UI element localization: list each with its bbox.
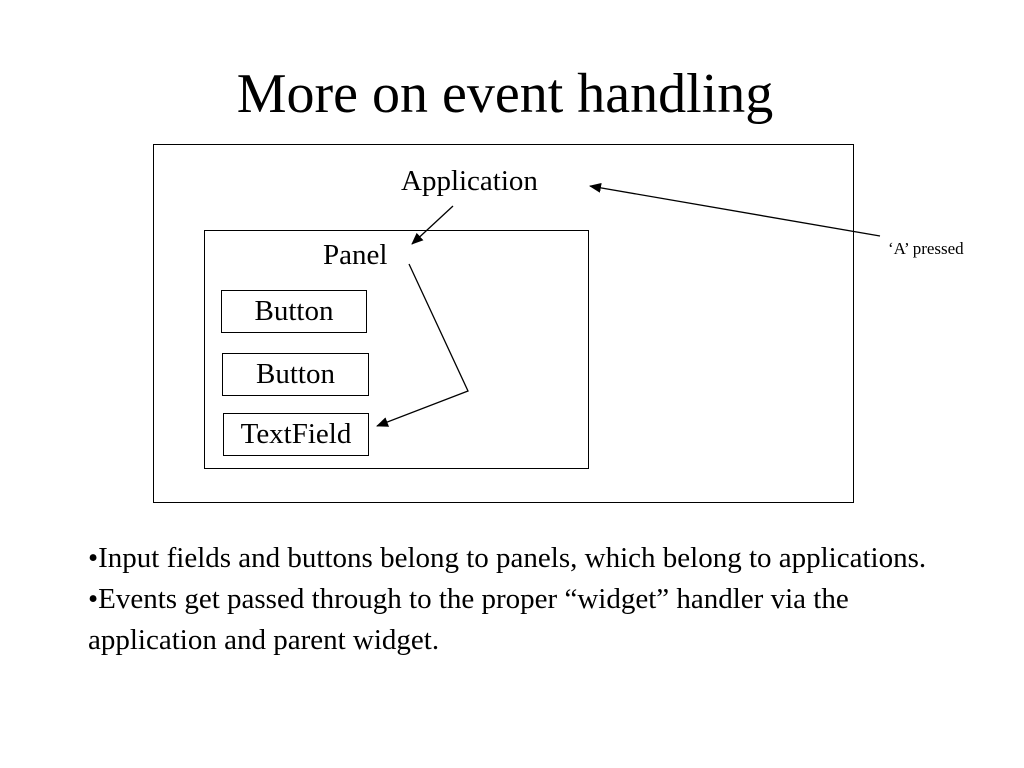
bullet-list: •Input fields and buttons belong to pane… [88,538,948,661]
application-label: Application [399,164,540,198]
bullet-item-2: •Events get passed through to the proper… [88,583,849,656]
textfield-widget-label: TextField [240,418,352,450]
bullet-item-1: •Input fields and buttons belong to pane… [88,542,927,574]
textfield-widget: TextField [223,413,369,456]
button-widget-2: Button [222,353,369,396]
key-pressed-label: ‘A’ pressed [888,239,964,258]
panel-label: Panel [321,238,390,272]
button-widget-2-label: Button [256,358,335,390]
button-widget-1-label: Button [254,295,334,327]
slide-title: More on event handling [236,63,774,125]
button-widget-1: Button [221,290,367,333]
